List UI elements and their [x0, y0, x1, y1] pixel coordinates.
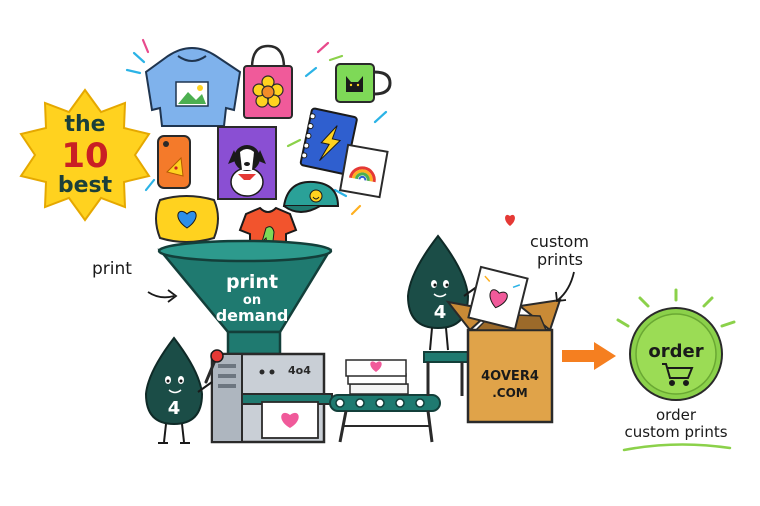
phone-case-icon — [157, 135, 191, 189]
pillow-icon — [155, 195, 219, 243]
order-button[interactable]: order — [629, 307, 723, 401]
the-10-best-badge: the 10 best — [19, 88, 151, 222]
badge-line-3: best — [58, 173, 113, 198]
order-caption-line-2: custom prints — [624, 423, 727, 441]
rainbow-card-icon — [338, 143, 389, 199]
heart-icon — [505, 214, 515, 226]
badge-line-1: the — [64, 112, 105, 137]
box-label-line-2: .COM — [492, 386, 528, 400]
mascot-right-label: 4 — [434, 302, 447, 323]
custom-prints-label-line-2: prints — [537, 250, 583, 269]
conveyor-belt — [329, 394, 441, 443]
order-sparkles — [616, 288, 736, 328]
orange-arrow-icon — [562, 342, 616, 370]
funnel-label-line-3: demand — [216, 306, 289, 325]
badge-line-2: 10 — [61, 136, 108, 176]
order-button-label: order — [648, 341, 703, 362]
order-caption-line-1: order — [656, 406, 697, 424]
tote-bag-icon — [243, 44, 293, 119]
notebook-icon — [299, 107, 358, 175]
order-caption-underline — [622, 443, 732, 452]
custom-prints-label-line-1: custom — [530, 232, 589, 251]
sunburst-shape — [19, 88, 151, 222]
dog-poster-icon — [217, 126, 277, 200]
shopping-cart-icon — [662, 363, 694, 386]
mascot-stand — [423, 351, 469, 396]
mug-icon — [335, 63, 392, 103]
mascot-left-label: 4 — [168, 398, 181, 419]
heart-print-card — [467, 265, 529, 331]
printed-sheets-stack — [345, 359, 409, 395]
print-arrow-icon — [147, 291, 175, 299]
print-on-demand-machine: print on demand 4o4 — [157, 239, 333, 444]
shipping-box: 4OVER4 .COM — [445, 298, 562, 424]
funnel-label-line-2: on — [243, 293, 261, 308]
cap-icon — [282, 180, 340, 213]
print-label: print — [92, 259, 132, 279]
hoodie-icon — [144, 47, 242, 127]
box-label-line-1: 4OVER4 — [481, 369, 539, 384]
machine-brand: 4o4 — [288, 364, 311, 377]
funnel-label-line-1: print — [226, 271, 278, 293]
custom-prints-arrow-icon — [557, 271, 575, 301]
mascot-drop-left: 4 — [144, 336, 213, 444]
